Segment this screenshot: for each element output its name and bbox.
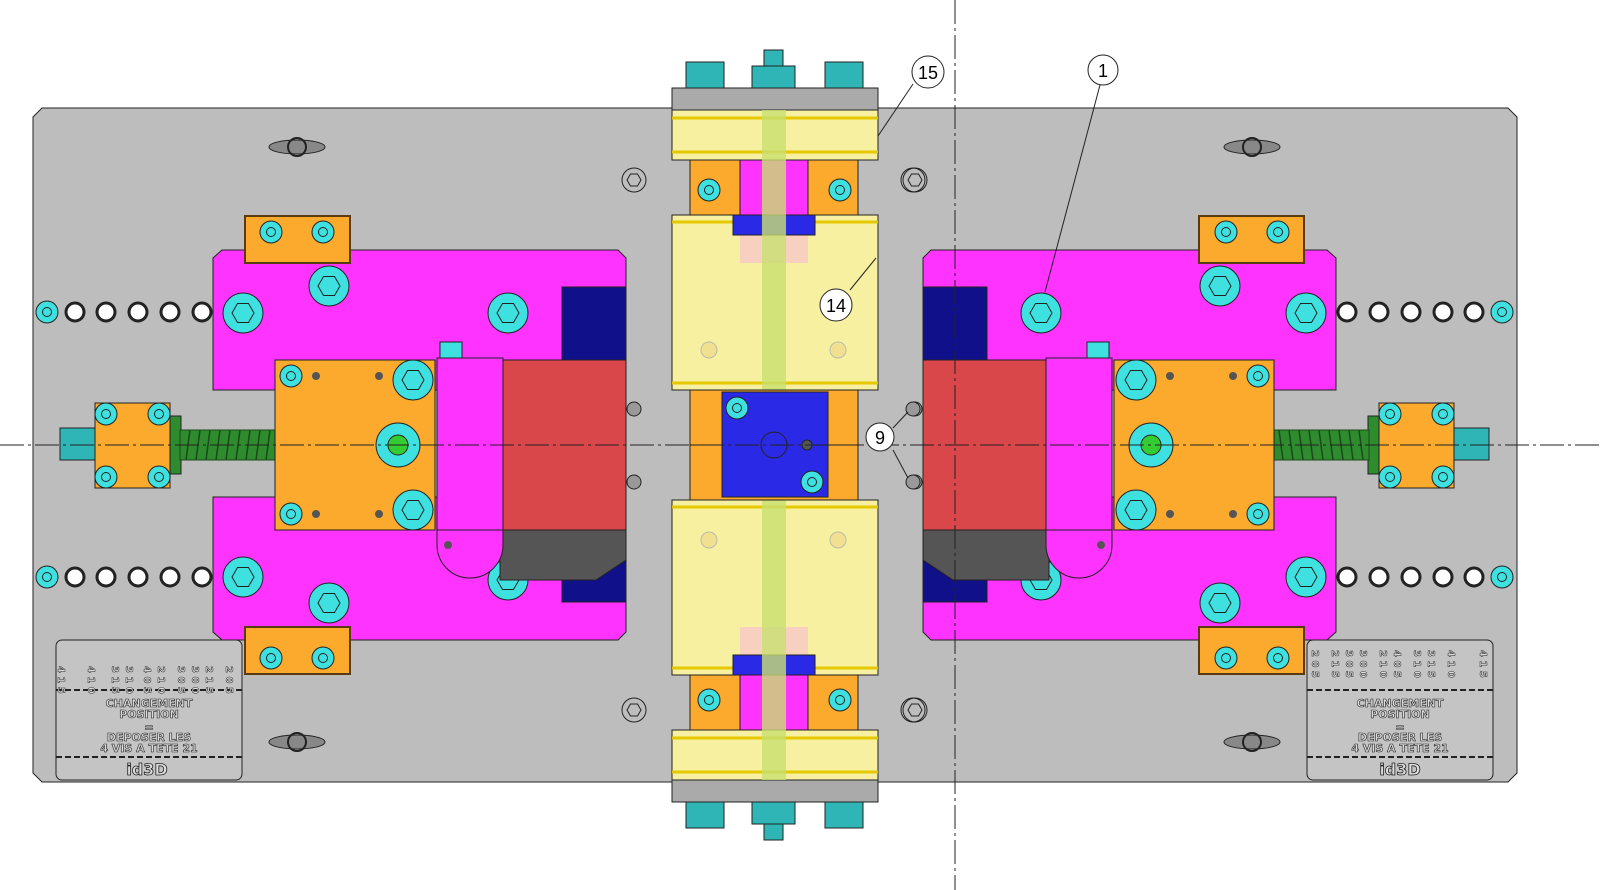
balloon-14: 14 [819, 257, 877, 322]
balloon-9: 9 [865, 411, 909, 479]
svg-text:POSITION: POSITION [1370, 708, 1430, 721]
balloon-15: 15 [877, 55, 945, 137]
svg-text:2 1 5: 2 1 5 [1329, 650, 1340, 678]
svg-text:3 0 0: 3 0 0 [189, 666, 200, 694]
center-column-top [672, 50, 878, 445]
svg-text:DEPOSER LES: DEPOSER LES [1358, 731, 1442, 744]
svg-text:4 VIS A TETE 21: 4 VIS A TETE 21 [100, 742, 197, 755]
svg-text:id3D: id3D [126, 760, 167, 779]
svg-text:4 1 5: 4 1 5 [55, 666, 66, 694]
svg-text:=: = [144, 721, 153, 734]
svg-text:2 0 5: 2 0 5 [223, 666, 234, 694]
center-column-bottom [672, 445, 878, 840]
balloon-1: 1 [1044, 54, 1119, 293]
svg-text:=: = [1395, 721, 1404, 734]
svg-text:1: 1 [1098, 61, 1108, 81]
svg-text:15: 15 [918, 63, 938, 83]
svg-text:3 1 0: 3 1 0 [1411, 650, 1422, 678]
svg-text:4 1 0: 4 1 0 [85, 666, 96, 694]
svg-text:4 1 5: 4 1 5 [1477, 650, 1488, 678]
svg-text:14: 14 [826, 296, 846, 316]
svg-text:4 0 5: 4 0 5 [141, 666, 152, 694]
svg-text:CHANGEMENT: CHANGEMENT [1357, 697, 1444, 710]
svg-text:9: 9 [875, 428, 885, 448]
svg-text:2 0 5: 2 0 5 [1309, 650, 1320, 678]
svg-text:4 VIS A TETE 21: 4 VIS A TETE 21 [1351, 742, 1448, 755]
svg-text:3 1 0: 3 1 0 [123, 666, 134, 694]
svg-text:DEPOSER LES: DEPOSER LES [107, 731, 191, 744]
svg-text:2 1 0: 2 1 0 [155, 666, 166, 694]
right-position-plate: 2 0 5 2 1 5 3 0 5 3 0 0 2 1 0 4 0 5 3 1 … [1306, 639, 1494, 781]
svg-text:2 1 5: 2 1 5 [203, 666, 214, 694]
svg-text:3 0 5: 3 0 5 [175, 666, 186, 694]
svg-text:3 1 5: 3 1 5 [1425, 650, 1436, 678]
left-position-plate: 4 1 5 4 1 0 3 1 5 3 1 0 4 0 5 2 1 0 3 0 … [55, 639, 243, 781]
svg-text:3 1 5: 3 1 5 [109, 666, 120, 694]
svg-text:CHANGEMENT: CHANGEMENT [106, 697, 193, 710]
svg-text:2 1 0: 2 1 0 [1377, 650, 1388, 678]
svg-text:3 0 0: 3 0 0 [1357, 650, 1368, 678]
svg-text:id3D: id3D [1379, 760, 1420, 779]
svg-text:4 0 5: 4 0 5 [1391, 650, 1402, 678]
svg-text:POSITION: POSITION [119, 708, 179, 721]
svg-text:3 0 5: 3 0 5 [1343, 650, 1354, 678]
svg-text:4 1 0: 4 1 0 [1445, 650, 1456, 678]
